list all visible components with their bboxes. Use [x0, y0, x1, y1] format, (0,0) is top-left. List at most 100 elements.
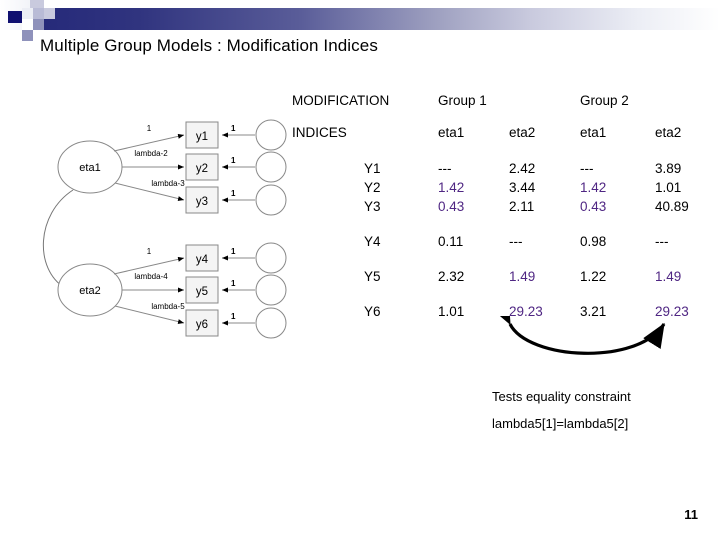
- error-node-y2: [255, 151, 287, 183]
- cell-g1-eta1: 0.43: [438, 199, 465, 214]
- cell-g2-eta2: 1.49: [655, 269, 682, 284]
- cell-g1-eta1: 2.32: [438, 269, 465, 284]
- header-g2-eta2: eta2: [655, 125, 682, 140]
- cell-g2-eta1: 1.42: [580, 180, 607, 195]
- header-g2-eta1: eta1: [580, 125, 607, 140]
- indicator-box-y5: [185, 276, 219, 304]
- indicator-box-y1: [185, 121, 219, 149]
- covariance-path-eta1-eta2: [43, 184, 80, 289]
- indicator-label-y6: y6: [196, 319, 208, 331]
- deco-square-5: [33, 8, 44, 19]
- loading-label-eta2-y5: lambda-4: [134, 272, 168, 281]
- indicator-box-y4: [185, 244, 219, 272]
- deco-square-8: [22, 30, 33, 41]
- table-row: Y4 0.11 --- 0.98 ---: [292, 234, 712, 253]
- indicator-box-y3: [185, 186, 219, 214]
- header-group-2: Group 2: [580, 93, 629, 108]
- loading-label-eta1-y2: lambda-2: [134, 149, 168, 158]
- table-row-group: Y1 --- 2.42 --- 3.89 Y2 1.42 3.44 1.42 1…: [292, 161, 712, 218]
- error-weight-label-y5: 1: [231, 279, 236, 288]
- deco-square-6: [22, 19, 33, 30]
- error-node-y3: [255, 184, 287, 216]
- cell-g2-eta2: 3.89: [655, 161, 682, 176]
- page-number: 11: [684, 507, 698, 522]
- header-group-1: Group 1: [438, 93, 487, 108]
- table-header-row-2: INDICES eta1 eta2 eta1 eta2: [292, 125, 712, 161]
- header-gradient-bar: [44, 8, 720, 30]
- error-node-y4: [255, 242, 287, 274]
- indicator-box-y6: [185, 309, 219, 337]
- deco-square-9: [44, 8, 55, 19]
- cell-g2-eta2: ---: [655, 234, 669, 249]
- cell-g1-eta2: 2.11: [509, 199, 535, 214]
- row-label: Y5: [364, 269, 381, 284]
- indicator-label-y4: y4: [196, 254, 209, 266]
- error-node-y1: [255, 119, 287, 151]
- deco-square-4: [22, 8, 33, 19]
- cell-g1-eta2: 2.42: [509, 161, 536, 176]
- sem-path-diagram: eta1 1 lambda-2 lambda-3 y1 y2 y3 1 1 1 …: [18, 104, 318, 339]
- loading-label-eta1-y1: 1: [147, 124, 152, 133]
- cell-g1-eta2: ---: [509, 234, 523, 249]
- row-label: Y6: [364, 304, 381, 319]
- caption-line-1: Tests equality constraint: [492, 389, 631, 404]
- error-weight-label-y2: 1: [231, 156, 236, 165]
- page-title: Multiple Group Models : Modification Ind…: [40, 36, 378, 55]
- loading-label-eta2-y6: lambda-5: [151, 302, 185, 311]
- table-header-row-1: MODIFICATION Group 1 Group 2: [292, 93, 712, 125]
- indicator-label-y3: y3: [196, 196, 208, 208]
- cell-g1-eta2: 1.49: [509, 269, 536, 284]
- error-weight-label-y1: 1: [231, 124, 236, 133]
- cell-g1-eta1: 1.01: [438, 304, 465, 319]
- error-weight-label-y3: 1: [231, 189, 236, 198]
- indicator-box-y2: [185, 153, 219, 181]
- cell-g2-eta1: 0.98: [580, 234, 607, 249]
- error-node-y5: [255, 274, 287, 306]
- header-decoration: [0, 0, 720, 42]
- header-g1-eta2: eta2: [509, 125, 536, 140]
- cell-g2-eta1: 1.22: [580, 269, 607, 284]
- double-headed-curve: [490, 298, 666, 355]
- table-row-group: Y4 0.11 --- 0.98 ---: [292, 234, 712, 253]
- loading-eta1-y3: [114, 182, 185, 201]
- cell-g2-eta1: ---: [580, 161, 594, 176]
- cell-g2-eta2: 40.89: [655, 199, 689, 214]
- indicator-label-y2: y2: [196, 163, 208, 175]
- table-row: Y1 --- 2.42 --- 3.89: [292, 161, 712, 180]
- header-g1-eta1: eta1: [438, 125, 465, 140]
- error-weight-label-y4: 1: [231, 247, 236, 256]
- equality-constraint-arrow: [488, 298, 680, 372]
- latent-label-eta1: eta1: [79, 162, 100, 174]
- cell-g2-eta2: 1.01: [655, 180, 682, 195]
- indicator-label-y1: y1: [196, 131, 208, 143]
- error-weight-label-y6: 1: [231, 312, 236, 321]
- header-modification: MODIFICATION: [292, 93, 390, 108]
- cell-g1-eta1: 1.42: [438, 180, 465, 195]
- loading-eta2-y4: [113, 256, 185, 275]
- caption-block: Tests equality constraint lambda5[1]=lam…: [492, 383, 712, 437]
- cell-g1-eta2: 3.44: [509, 180, 536, 195]
- table-row-group: Y5 2.32 1.49 1.22 1.49: [292, 269, 712, 288]
- row-label: Y1: [364, 161, 381, 176]
- deco-square-7: [33, 19, 44, 30]
- row-label: Y4: [364, 234, 381, 249]
- indicator-label-y5: y5: [196, 286, 208, 298]
- table-row: Y5 2.32 1.49 1.22 1.49: [292, 269, 712, 288]
- loading-eta1-y1: [113, 133, 185, 152]
- header-indices: INDICES: [292, 125, 347, 140]
- cell-g2-eta1: 0.43: [580, 199, 607, 214]
- table-row: Y2 1.42 3.44 1.42 1.01: [292, 180, 712, 199]
- modification-indices-table: MODIFICATION Group 1 Group 2 INDICES eta…: [292, 93, 712, 323]
- table-row: Y3 0.43 2.11 0.43 40.89: [292, 199, 712, 218]
- loading-label-eta1-y3: lambda-3: [151, 179, 185, 188]
- latent-label-eta2: eta2: [79, 285, 100, 297]
- caption-line-2: lambda5[1]=lambda5[2]: [492, 416, 629, 431]
- cell-g1-eta1: 0.11: [438, 234, 464, 249]
- row-label: Y2: [364, 180, 381, 195]
- row-label: Y3: [364, 199, 381, 214]
- loading-label-eta2-y4: 1: [147, 247, 152, 256]
- error-node-y6: [255, 307, 287, 339]
- loading-eta2-y6: [114, 305, 185, 324]
- cell-g1-eta1: ---: [438, 161, 452, 176]
- deco-square-3: [8, 11, 22, 23]
